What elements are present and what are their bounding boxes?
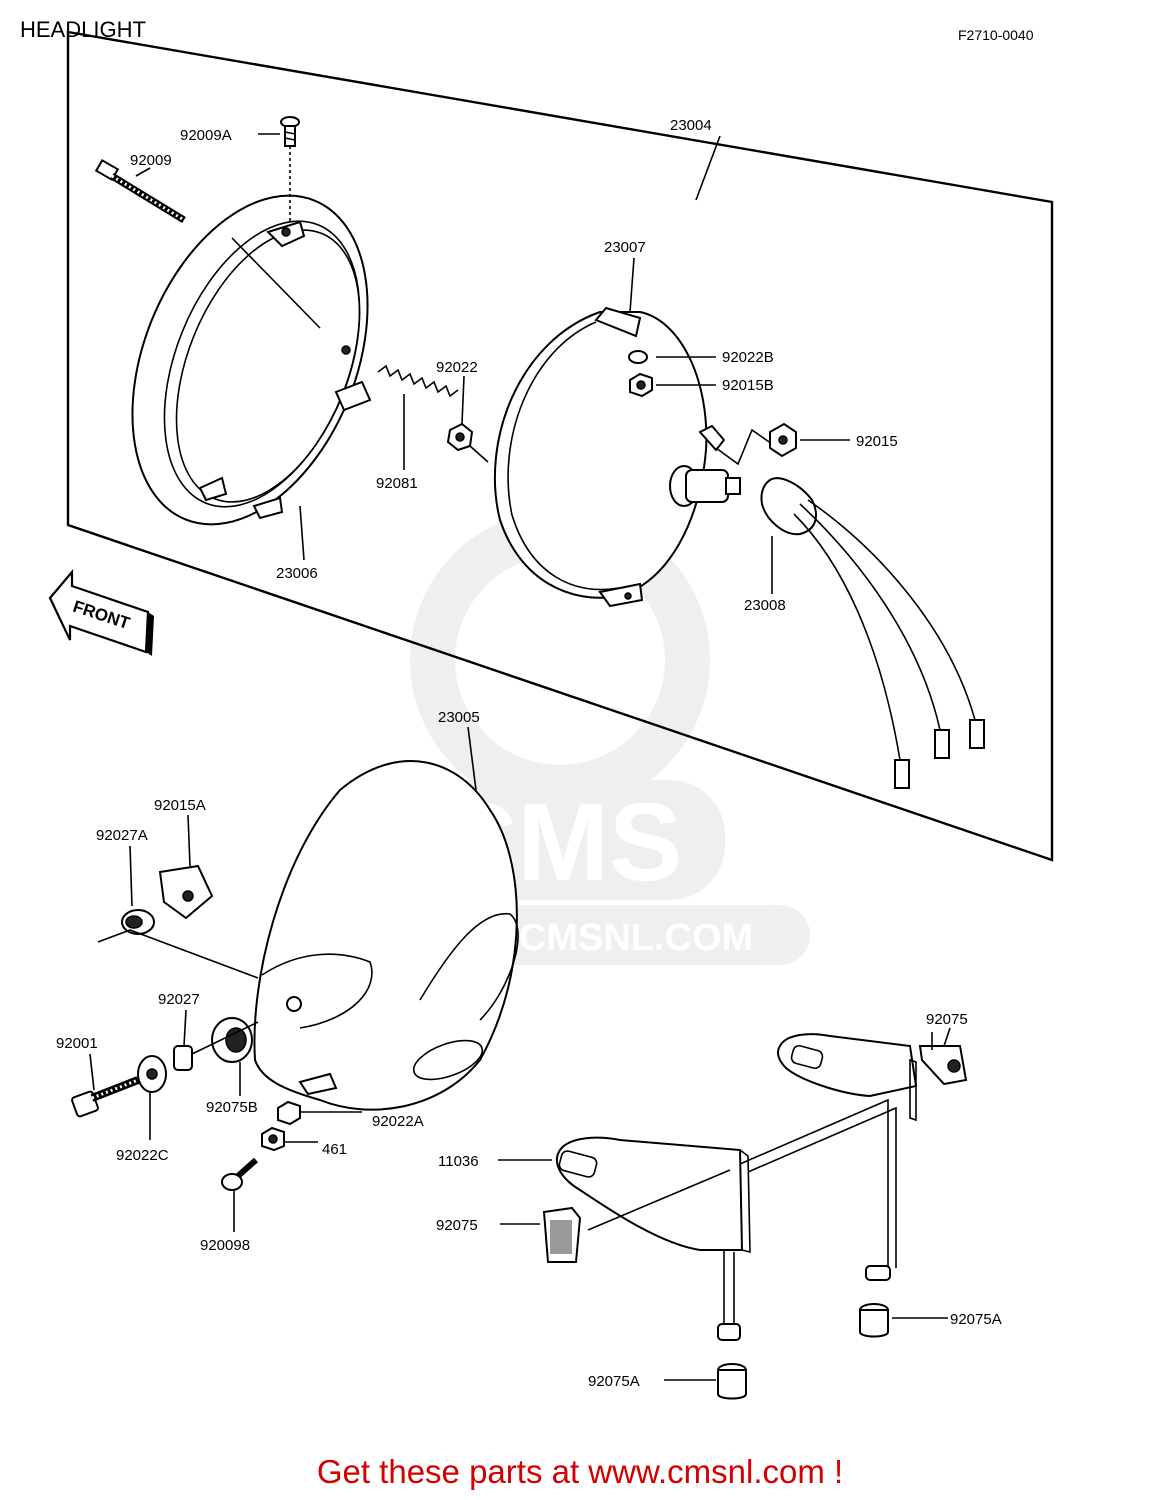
nut-461 bbox=[261, 1126, 285, 1152]
front-arrow: FRONT bbox=[48, 568, 154, 656]
callout-461: 461 bbox=[322, 1141, 347, 1158]
diagram-code: F2710-0040 bbox=[958, 27, 1034, 43]
callout-92075a-left: 92075A bbox=[588, 1373, 640, 1390]
socket-23008 bbox=[760, 477, 985, 789]
callout-92015: 92015 bbox=[856, 433, 898, 450]
bolt-92001 bbox=[71, 1076, 140, 1118]
callout-92015a: 92015A bbox=[154, 797, 206, 814]
callout-92027: 92027 bbox=[158, 991, 200, 1008]
bracket-92015a bbox=[158, 864, 214, 920]
callout-23005: 23005 bbox=[438, 709, 480, 726]
cta-banner: Get these parts at www.cmsnl.com ! bbox=[0, 1452, 1160, 1492]
nut-92015b bbox=[629, 372, 653, 398]
callout-92009a: 92009A bbox=[180, 127, 232, 144]
grommet-92075b bbox=[211, 1017, 253, 1063]
callout-23008: 23008 bbox=[744, 597, 786, 614]
callout-labels: 23004 92009A 92009 23007 92022B 92015B 9… bbox=[56, 117, 1002, 1390]
rubber-grommet-92027a bbox=[121, 909, 155, 935]
nut-92022a bbox=[277, 1100, 301, 1126]
headlight-rim bbox=[131, 194, 372, 526]
screw-920098 bbox=[221, 1157, 258, 1191]
diagram-title: HEADLIGHT bbox=[20, 17, 146, 42]
cta-link[interactable]: Get these parts at www.cmsnl.com ! bbox=[316, 1453, 844, 1490]
screw-92009 bbox=[94, 158, 186, 223]
callout-23007: 23007 bbox=[604, 239, 646, 256]
leader-92075-left-axis bbox=[587, 1169, 731, 1231]
reflector-unit bbox=[493, 306, 741, 608]
callout-92022b: 92022B bbox=[722, 349, 774, 366]
clip-92075-left bbox=[542, 1206, 582, 1263]
callout-92075a-right: 92075A bbox=[950, 1311, 1002, 1328]
callout-92001: 92001 bbox=[56, 1035, 98, 1052]
screw-92009a bbox=[280, 116, 300, 147]
callout-92075b: 92075B bbox=[206, 1099, 258, 1116]
callout-92081: 92081 bbox=[376, 475, 418, 492]
headlight-housing bbox=[253, 760, 519, 1111]
collar-92075a-left bbox=[717, 1363, 747, 1400]
nut-92015 bbox=[769, 422, 797, 458]
callout-23006: 23006 bbox=[276, 565, 318, 582]
leader-92022-axis bbox=[469, 445, 489, 463]
leader-92027a-axis bbox=[97, 929, 259, 979]
callout-leaders bbox=[89, 133, 951, 1381]
callout-11036: 11036 bbox=[438, 1153, 479, 1170]
collar-92075a-right bbox=[859, 1303, 889, 1338]
spring-92081 bbox=[377, 364, 459, 398]
callout-92015b: 92015B bbox=[722, 377, 774, 394]
callout-23004: 23004 bbox=[670, 117, 712, 134]
nut-92022 bbox=[446, 422, 474, 452]
callout-920098: 920098 bbox=[200, 1237, 250, 1254]
washer-92022b bbox=[628, 350, 648, 364]
headlight-stay-11036 bbox=[555, 1033, 918, 1341]
callout-92022: 92022 bbox=[436, 359, 478, 376]
leader-rim-inner bbox=[231, 237, 321, 329]
assembly-panel-frame bbox=[66, 30, 1054, 862]
callout-92022c: 92022C bbox=[116, 1147, 169, 1164]
callout-92075-left: 92075 bbox=[436, 1217, 478, 1234]
callout-92075-top: 92075 bbox=[926, 1011, 968, 1028]
callout-92027a: 92027A bbox=[96, 827, 148, 844]
callout-92022a: 92022A bbox=[372, 1113, 424, 1130]
washer-92022c bbox=[137, 1055, 167, 1093]
collar-92027 bbox=[173, 1045, 193, 1071]
callout-92009: 92009 bbox=[130, 152, 172, 169]
leader-zigzag-92015 bbox=[715, 428, 773, 466]
leader-collar-axis bbox=[191, 1021, 259, 1055]
clip-92075-top bbox=[918, 1032, 968, 1086]
